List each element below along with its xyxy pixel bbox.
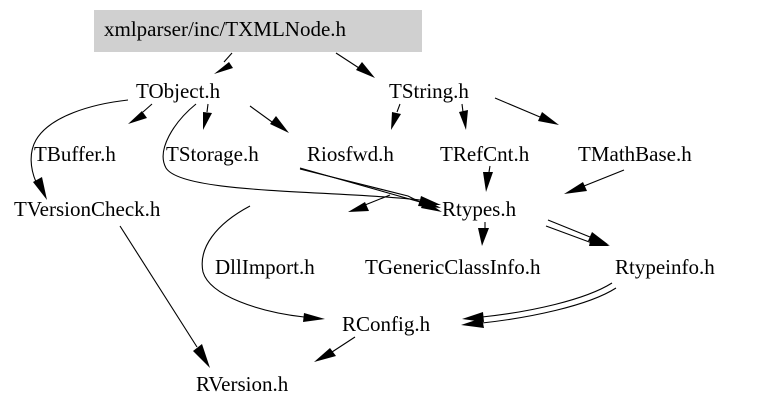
node-label-trefcnt[interactable]: TRefCnt.h	[440, 142, 530, 166]
edge-tstring-to-tmathbase	[494, 97, 559, 125]
edge-tstring-to-riosfwd	[391, 103, 401, 130]
node-label-tbuffer[interactable]: TBuffer.h	[34, 142, 116, 166]
edge-tobject-to-tbuffer	[128, 103, 153, 124]
edge-rtypes-to-dllimport	[348, 194, 391, 212]
edge-tobject-to-tversioncheck	[30, 99, 129, 200]
node-label-tversioncheck[interactable]: TVersionCheck.h	[14, 197, 161, 221]
edge-rtypeinfo-to-rconfig-b	[461, 287, 617, 328]
edge-root-to-tobject	[214, 52, 233, 74]
edge-root-to-tstring	[335, 52, 375, 78]
node-label-tstorage[interactable]: TStorage.h	[166, 142, 259, 166]
node-label-dllimport[interactable]: DllImport.h	[215, 255, 315, 279]
node-label-rtypes[interactable]: Rtypes.h	[442, 197, 517, 221]
edge-tversioncheck-to-rversion	[119, 225, 210, 368]
node-label-root[interactable]: xmlparser/inc/TXMLNode.h	[104, 17, 347, 41]
node-label-rtypeinfo[interactable]: Rtypeinfo.h	[615, 255, 715, 279]
node-label-tstring[interactable]: TString.h	[389, 79, 469, 103]
edge-tobject-to-riosfwd	[249, 105, 289, 133]
edge-rconfig-to-rversion	[314, 336, 356, 362]
edge-rtypes-to-rtypeinfo-b	[545, 225, 610, 246]
edge-tmathbase-to-rtypes	[564, 169, 625, 194]
node-root-box[interactable]	[94, 10, 422, 52]
node-label-tobject[interactable]: TObject.h	[136, 79, 221, 103]
edge-rtypes-to-rconfig	[201, 205, 325, 322]
edge-tobject-to-tstorage	[203, 103, 212, 130]
edge-trefcnt-to-rtypes	[483, 165, 493, 192]
edge-riosfwd-alt-to-rtypes	[299, 168, 442, 212]
node-label-tmathbase[interactable]: TMathBase.h	[578, 142, 692, 166]
edge-rtypeinfo-to-rconfig-a	[462, 282, 613, 322]
node-label-tgenericclassinfo[interactable]: TGenericClassInfo.h	[365, 255, 541, 279]
node-label-rversion[interactable]: RVersion.h	[196, 372, 289, 396]
edge-rtypes-to-tgenericclassinfo	[478, 222, 489, 246]
node-label-rconfig[interactable]: RConfig.h	[342, 312, 431, 336]
node-label-riosfwd[interactable]: Riosfwd.h	[307, 142, 394, 166]
edge-tstring-to-trefcnt	[459, 103, 468, 130]
